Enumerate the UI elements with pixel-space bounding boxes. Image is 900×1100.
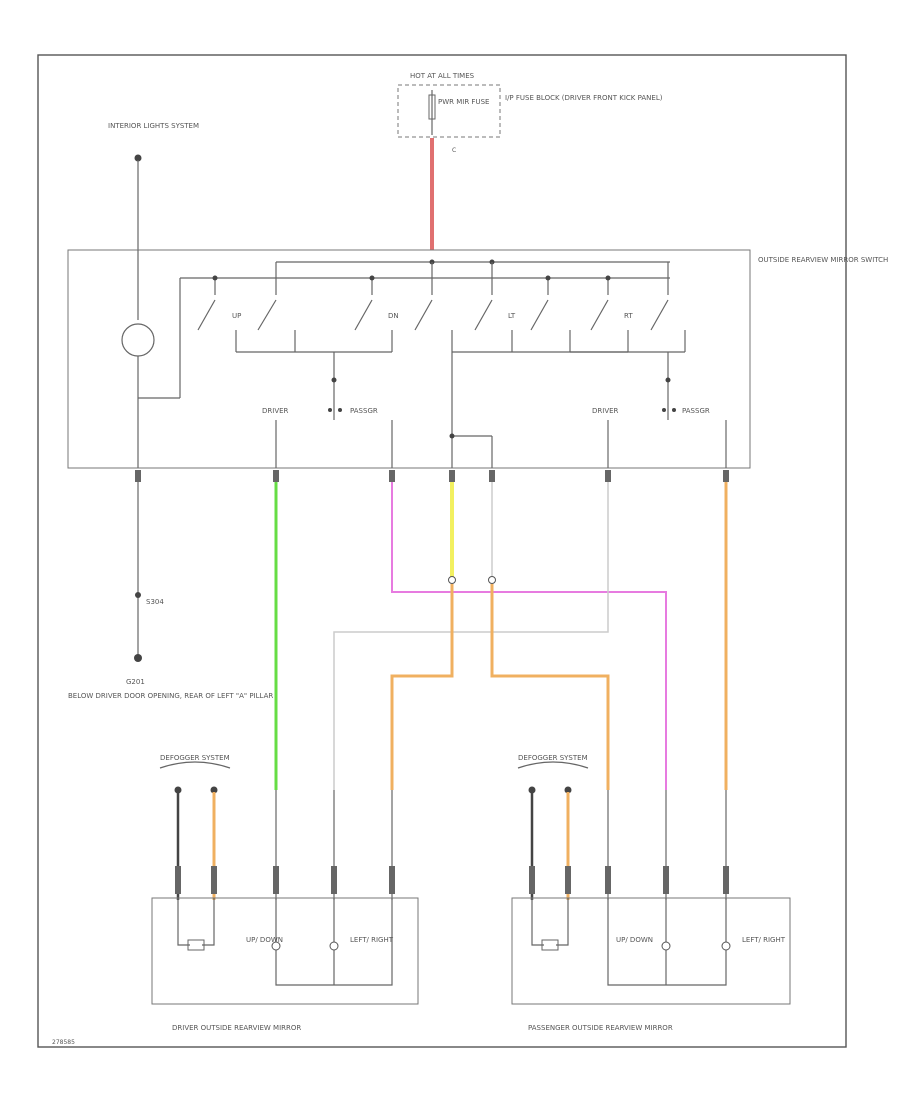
violet-wire: [391, 482, 667, 790]
driver-up-down-label: UP/ DOWN: [246, 936, 283, 944]
splice-label: S304: [146, 598, 164, 606]
driver-up-down-motor-icon: [271, 941, 281, 951]
orange-wire-1: [390, 584, 454, 790]
pos-lt-label: LT: [508, 312, 516, 320]
outside-mirror-switch-box: [67, 249, 751, 469]
driver-left-right-label: LEFT/ RIGHT: [350, 936, 394, 944]
illumination-lamp-icon: [121, 323, 155, 357]
driver-heater-icon: [187, 939, 205, 951]
passenger-mirror-box: [511, 897, 791, 1005]
hot-at-battery-label: HOT AT ALL TIMES: [410, 72, 475, 80]
ground-label: G201: [126, 678, 145, 686]
switch-connector-pins: [135, 470, 729, 482]
pos-rt-label: RT: [624, 312, 633, 320]
switch-name-label: OUTSIDE REARVIEW MIRROR SWITCH: [758, 256, 888, 264]
ground-icon: [134, 654, 142, 662]
fuse-name-label: PWR MIR FUSE: [438, 98, 489, 106]
passenger-left-right-motor-icon: [721, 941, 731, 951]
driver-left-right-motor-icon: [329, 941, 339, 951]
passenger-up-down-motor-icon: [661, 941, 671, 951]
fuse-block-outline: [397, 84, 501, 138]
driver-mirror-box: [151, 897, 419, 1005]
passenger-left-right-label: LEFT/ RIGHT: [742, 936, 786, 944]
svg-text:C: C: [452, 147, 456, 154]
pos-up-label: UP: [232, 312, 241, 320]
passenger-select-label-right: PASSGR: [682, 407, 710, 415]
driver-mirror-label: DRIVER OUTSIDE REARVIEW MIRROR: [172, 1024, 301, 1032]
passenger-select-label-left: PASSGR: [350, 407, 378, 415]
fuse-icon: [428, 94, 436, 120]
defogger-driver-label: DEFOGGER SYSTEM: [160, 754, 230, 762]
diagram-id: 278585: [52, 1039, 75, 1046]
interior-lights-connector: [134, 154, 142, 162]
driver-select-label-right: DRIVER: [592, 407, 619, 415]
outer-frame: [37, 54, 847, 1048]
splice-dot: [135, 592, 141, 598]
white-wire-2: [333, 482, 609, 790]
interior-lights-label: INTERIOR LIGHTS SYSTEM: [108, 122, 199, 130]
passenger-heater-icon: [541, 939, 559, 951]
driver-select-label-left: DRIVER: [262, 407, 289, 415]
pos-dn-label: DN: [388, 312, 399, 320]
defogger-passenger-label: DEFOGGER SYSTEM: [518, 754, 588, 762]
fuse-block-note: I/P FUSE BLOCK (DRIVER FRONT KICK PANEL): [505, 94, 663, 102]
orange-wire-2: [490, 584, 610, 790]
switch-contacts: [197, 262, 686, 420]
passenger-up-down-label: UP/ DOWN: [616, 936, 653, 944]
passenger-mirror-label: PASSENGER OUTSIDE REARVIEW MIRROR: [528, 1024, 673, 1032]
ground-note: BELOW DRIVER DOOR OPENING, REAR OF LEFT …: [68, 692, 273, 700]
mirror-connector-pins: [175, 866, 729, 894]
